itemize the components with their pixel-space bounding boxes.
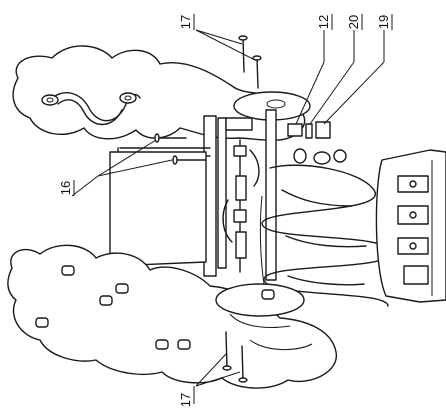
top-handle-mount-left: [41, 94, 59, 106]
top-bolts: [238, 35, 262, 89]
bottom-base-disc: [215, 283, 305, 317]
threaded-rod-assembly: [222, 139, 260, 273]
washer-nut-stack: [287, 121, 347, 165]
callout-12: 12: [316, 15, 331, 29]
center-frame: [117, 109, 277, 281]
bottom-bolts: [222, 331, 248, 383]
callout-16: 16: [58, 181, 73, 195]
coil-spring: [259, 164, 391, 307]
spring-base-mount: [375, 149, 446, 303]
seat-board: [109, 151, 207, 267]
bottom-grips: [35, 265, 275, 350]
callout-17-top: 17: [178, 15, 193, 29]
callout-20: 20: [346, 15, 361, 29]
leader-lines: [71, 29, 385, 387]
callout-17-bottom: 17: [178, 393, 193, 407]
top-handle-mount-right: [119, 92, 137, 104]
callout-19: 19: [376, 15, 391, 29]
bottom-end-panel: [7, 244, 337, 389]
